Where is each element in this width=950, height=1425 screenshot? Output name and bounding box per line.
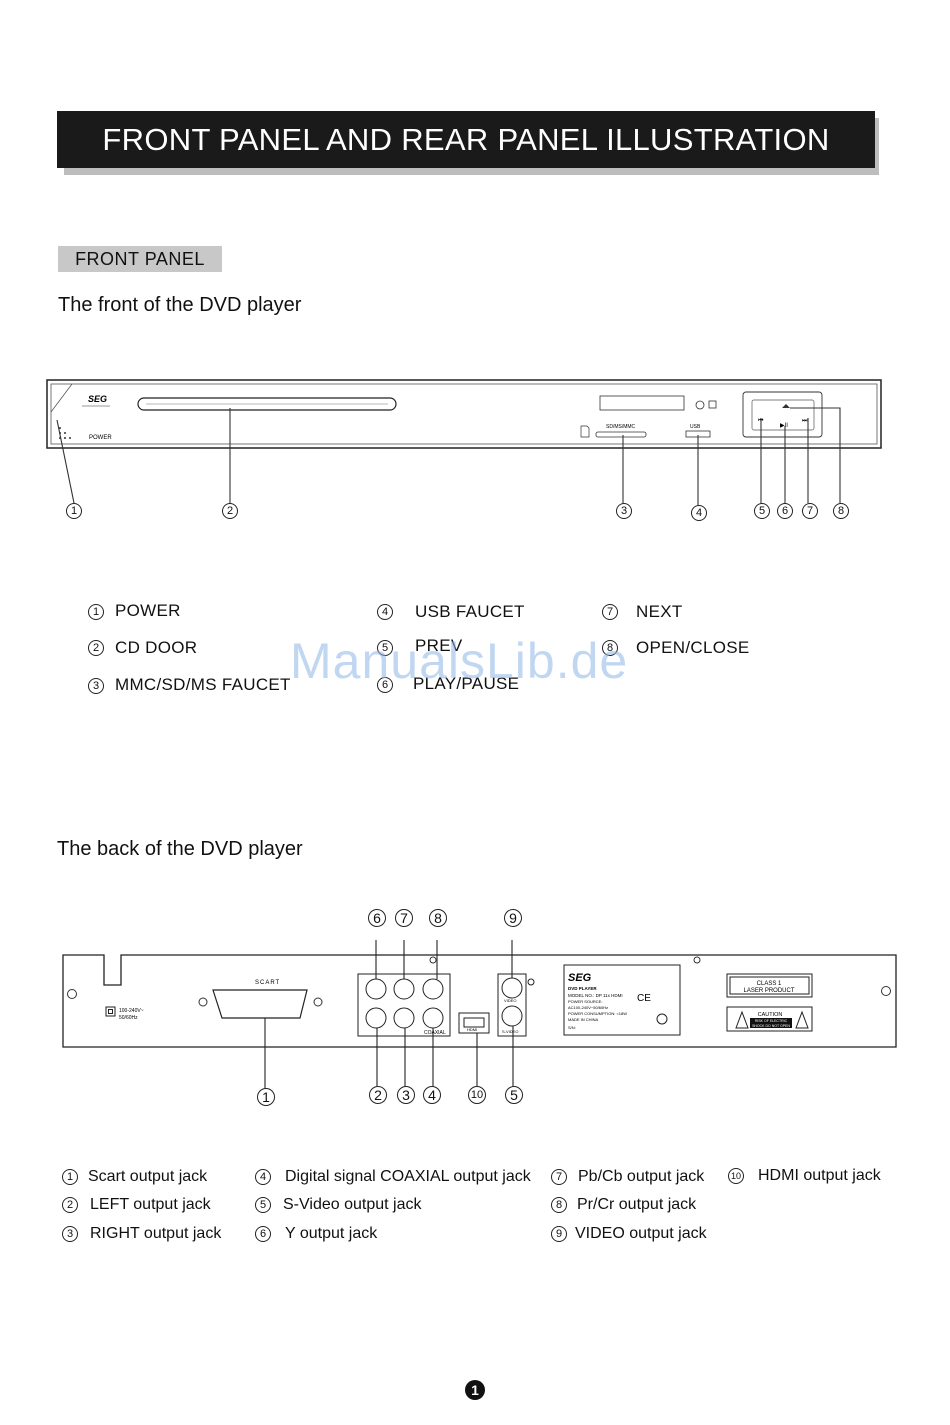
rear-legend-num: 10: [728, 1168, 744, 1184]
scart-text: SCART: [255, 980, 280, 986]
front-legend-label: USB FAUCET: [415, 602, 525, 621]
rear-legend-num: 4: [255, 1169, 271, 1185]
plate-product-text: DVD PLAYER: [568, 986, 597, 991]
front-legend-label: MMC/SD/MS FAUCET: [115, 675, 291, 694]
front-legend-label: OPEN/CLOSE: [636, 638, 750, 657]
front-card-text: SD/MS/MMC: [606, 424, 636, 430]
caution-2-text: SHOCK DO NOT OPEN: [752, 1024, 790, 1028]
callout-3: 3: [616, 503, 632, 519]
front-legend-label: CD DOOR: [115, 638, 198, 657]
caution-title-text: CAUTION: [758, 1012, 783, 1018]
front-legend-num: 3: [88, 678, 104, 694]
front-legend-label: PREV: [415, 636, 463, 655]
rear-callout-2: 2: [369, 1086, 387, 1104]
rear-callout-3: 3: [397, 1086, 415, 1104]
front-legend-num: 6: [377, 677, 393, 693]
front-legend-label: POWER: [115, 601, 181, 620]
rear-callout-8: 8: [429, 909, 447, 927]
plate-ce-text: CE: [637, 993, 651, 1004]
page-number: 1: [465, 1380, 485, 1400]
front-legend-num: 7: [602, 604, 618, 620]
plate-sn-text: S/N:: [568, 1025, 576, 1030]
callout-4: 4: [691, 505, 707, 521]
plate-ac-text: AC100-240V~50/60Hz: [568, 1005, 608, 1010]
front-power-text: POWER: [89, 435, 112, 441]
callout-7: 7: [802, 503, 818, 519]
rear-callout-1: 1: [257, 1088, 275, 1106]
rear-legend-num: 3: [62, 1226, 78, 1242]
rear-callout-7: 7: [395, 909, 413, 927]
rear-legend-num: 2: [62, 1197, 78, 1213]
watermark: ManualsLib.de: [290, 633, 629, 689]
plate-consumption-text: POWER CONSUMPTION: <18W: [568, 1011, 627, 1016]
front-panel-tag: FRONT PANEL: [58, 246, 222, 272]
rear-legend-label: Digital signal COAXIAL output jack: [285, 1168, 531, 1185]
rear-callout-9: 9: [504, 909, 522, 927]
rear-legend-label: HDMI output jack: [758, 1167, 881, 1184]
rear-legend-num: 7: [551, 1169, 567, 1185]
hdmi-text: HDMI: [467, 1027, 477, 1032]
front-legend-num: 8: [602, 640, 618, 656]
svg-text:⏭: ⏭: [802, 418, 808, 424]
front-legend-num: 2: [88, 640, 104, 656]
front-legend-label: NEXT: [636, 602, 683, 621]
front-subheading: The front of the DVD player: [58, 294, 302, 316]
front-usb-text: USB: [690, 424, 701, 430]
plate-brand-text: SEG: [568, 972, 592, 984]
video-text: VIDEO: [504, 998, 516, 1003]
rear-legend-num: 1: [62, 1169, 78, 1185]
rear-callout-6: 6: [368, 909, 386, 927]
rear-legend-label: Pb/Cb output jack: [578, 1168, 705, 1185]
plate-made-text: MADE IN CHINA: [568, 1017, 599, 1022]
back-subheading: The back of the DVD player: [57, 838, 303, 860]
rear-legend-num: 9: [551, 1226, 567, 1242]
rear-legend-label: RIGHT output jack: [90, 1225, 222, 1242]
front-brand-text: SEG: [88, 394, 107, 404]
callout-8: 8: [833, 503, 849, 519]
rear-callout-4: 4: [423, 1086, 441, 1104]
svg-text:▶II: ▶II: [780, 423, 788, 429]
caution-1-text: RISK OF ELECTRIC: [755, 1019, 788, 1023]
rear-panel-diagram: 100-240V~ 50/60Hz SCART COAXIAL HDMI VID…: [62, 940, 897, 1088]
rear-legend-label: LEFT output jack: [90, 1196, 211, 1213]
front-legend-num: 5: [377, 640, 393, 656]
rear-legend-label: S-Video output jack: [283, 1196, 422, 1213]
front-legend-label: PLAY/PAUSE: [413, 674, 520, 693]
class-label-2-text: LASER PRODUCT: [743, 988, 794, 994]
page-title: FRONT PANEL AND REAR PANEL ILLUSTRATION: [57, 111, 875, 168]
class-label-1-text: CLASS 1: [757, 981, 782, 987]
callout-2: 2: [222, 503, 238, 519]
coaxial-text: COAXIAL: [424, 1030, 446, 1036]
plate-model-text: MODEL NO.: DP 11x HDMI: [568, 993, 623, 998]
svideo-text: S-VIDEO: [502, 1029, 518, 1034]
rear-legend-label: VIDEO output jack: [575, 1225, 707, 1242]
callout-5: 5: [754, 503, 770, 519]
front-legend-num: 1: [88, 604, 104, 620]
rear-legend-num: 5: [255, 1197, 271, 1213]
callout-6: 6: [777, 503, 793, 519]
rear-legend-num: 6: [255, 1226, 271, 1242]
plate-source-text: POWER SOURCE:: [568, 999, 602, 1004]
callout-1: 1: [66, 503, 82, 519]
rear-legend-label: Y output jack: [285, 1225, 378, 1242]
rear-legend-num: 8: [551, 1197, 567, 1213]
rear-legend-label: Scart output jack: [88, 1168, 208, 1185]
rear-callout-5: 5: [505, 1086, 523, 1104]
rear-callout-10: 10: [468, 1086, 486, 1104]
power-rating-1-text: 100-240V~: [119, 1008, 144, 1014]
power-rating-2-text: 50/60Hz: [119, 1015, 138, 1021]
rear-legend-label: Pr/Cr output jack: [577, 1196, 697, 1213]
front-panel-diagram: SEG POWER SD/MS/MMC USB ⏮ ▶II ⏭: [46, 379, 882, 505]
front-legend-num: 4: [377, 604, 393, 620]
